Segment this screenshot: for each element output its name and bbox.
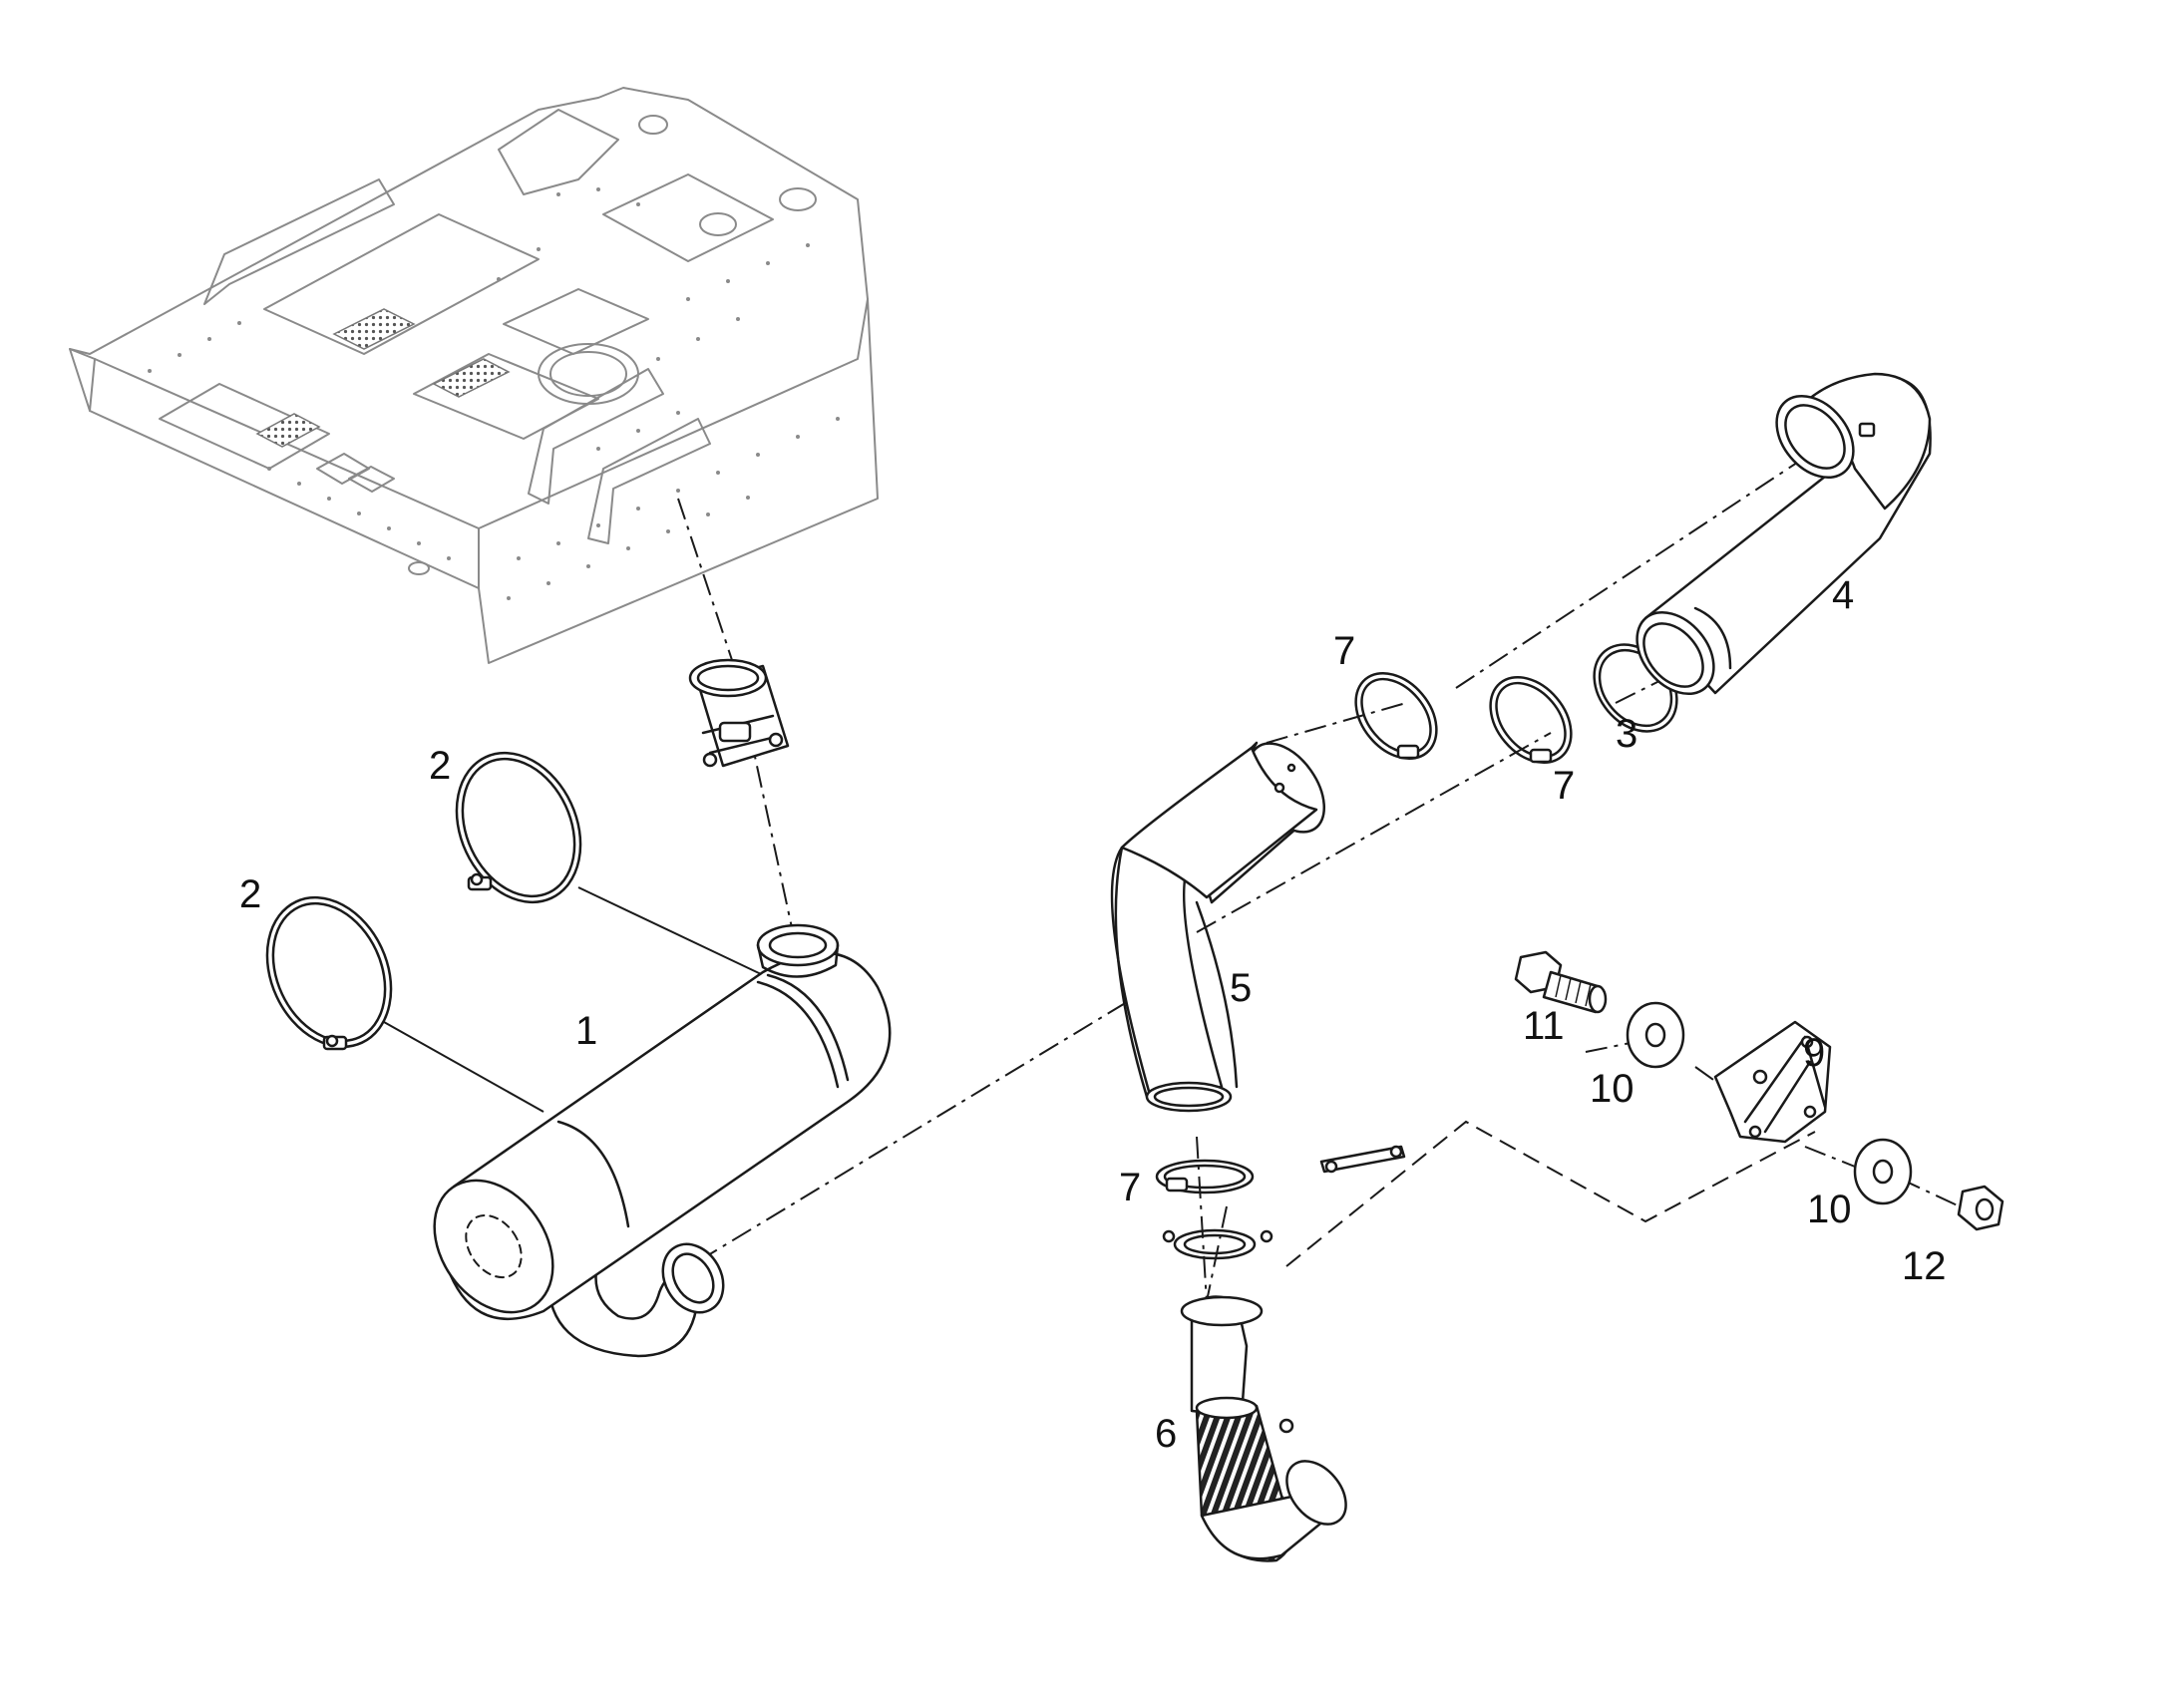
callout-7-upper-left: 7 (1333, 629, 1355, 673)
stud-bolt (1319, 1145, 1406, 1174)
callout-10-lower: 10 (1807, 1188, 1852, 1231)
washer-lower (1853, 1138, 1913, 1205)
hex-nut (1957, 1185, 2004, 1231)
clamp-lower (1155, 1159, 1255, 1195)
mounting-bracket (1713, 1020, 1832, 1144)
callout-7-lower: 7 (1119, 1166, 1141, 1209)
callout-12: 12 (1902, 1244, 1947, 1288)
exhaust-pipe-upper-elbow (1635, 372, 1932, 696)
hood-panel-ghost (69, 87, 879, 664)
flexible-exhaust-elbow (1180, 1295, 1347, 1562)
leader-lines (383, 886, 779, 1113)
callout-2-lower: 2 (239, 872, 261, 916)
clamp-upper-right (1489, 675, 1573, 765)
callout-11: 11 (1523, 1004, 1565, 1048)
callout-9: 9 (1803, 1031, 1825, 1075)
callout-10-upper: 10 (1590, 1067, 1635, 1111)
callout-3: 3 (1616, 712, 1637, 756)
callout-5: 5 (1230, 966, 1252, 1010)
hex-bolt (1514, 950, 1608, 1014)
callout-labels: 1 2 2 3 4 5 6 7 7 7 9 10 10 11 12 (239, 573, 1947, 1456)
callout-6: 6 (1155, 1412, 1177, 1456)
flange-gasket (1162, 1228, 1273, 1260)
callout-4: 4 (1832, 573, 1854, 617)
exhaust-pipe-bent (1110, 741, 1326, 1113)
exhaust-adapter-coupler (688, 658, 790, 768)
muffler (433, 923, 892, 1358)
callout-2-upper: 2 (429, 744, 451, 788)
washer-upper (1626, 1001, 1685, 1069)
clamp-upper-left (1354, 671, 1438, 761)
callout-1: 1 (575, 1009, 597, 1053)
clamp-band-lower (265, 895, 393, 1051)
clamp-band-upper (455, 751, 582, 904)
callout-7-upper-right: 7 (1553, 764, 1575, 808)
